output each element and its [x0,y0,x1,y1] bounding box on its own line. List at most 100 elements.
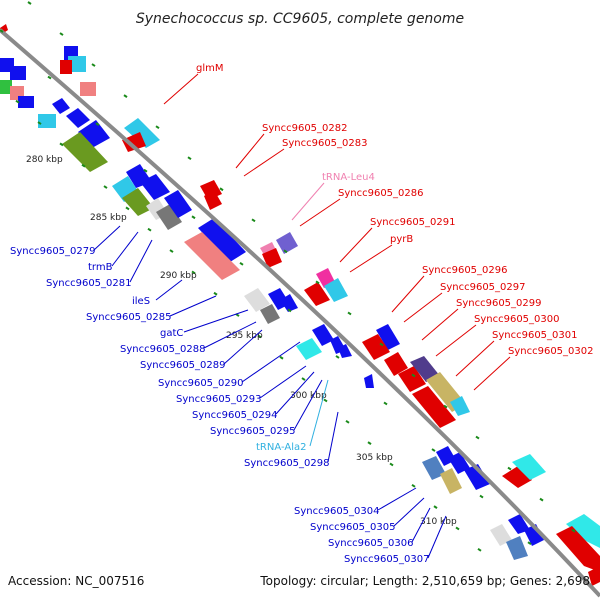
gene-label-reverse[interactable]: Syncc9605_0295 [210,426,296,437]
gene-label-forward[interactable]: Syncc9605_0300 [474,314,560,325]
gene-label-forward[interactable]: pyrB [390,234,413,245]
gene-feature[interactable] [122,188,154,216]
gene-label-reverse[interactable]: Syncc9605_0285 [86,312,172,323]
gene-feature[interactable] [260,304,280,324]
gene-label-forward[interactable]: Syncc9605_0283 [282,138,368,149]
gene-label-forward[interactable]: Syncc9605_0297 [440,282,526,293]
gene-label-reverse[interactable]: tRNA-Ala2 [256,442,306,453]
gene-feature[interactable] [338,344,352,358]
gene-label-forward[interactable]: Syncc9605_0302 [508,346,594,357]
gene-label-reverse[interactable]: Syncc9605_0293 [176,394,262,405]
gene-feature[interactable] [450,396,470,416]
leader-line [155,279,183,301]
gene-feature[interactable] [52,98,70,114]
gene-feature[interactable] [60,60,72,74]
gene-feature[interactable] [38,114,56,128]
scale-label: 300 kbp [290,391,327,401]
gene-feature[interactable] [448,452,470,474]
gene-label-forward[interactable]: tRNA-Leu4 [322,172,375,183]
gene-feature[interactable] [66,108,90,128]
gene-feature[interactable] [364,374,374,388]
tick-mark [219,187,224,192]
gene-label-reverse[interactable]: trmB [88,262,113,273]
gene-feature[interactable] [312,324,334,346]
tick-mark [527,541,532,545]
gene-label-reverse[interactable]: Syncc9605_0290 [158,378,244,389]
gene-feature[interactable] [362,334,390,360]
gene-feature[interactable] [556,526,600,572]
gene-label-reverse[interactable]: Syncc9605_0281 [46,278,132,289]
gene-feature[interactable] [502,466,532,488]
gene-feature[interactable] [324,278,348,302]
gene-label-forward[interactable]: Syncc9605_0301 [492,330,578,341]
gene-label-forward[interactable]: Syncc9605_0291 [370,217,456,228]
gene-feature[interactable] [512,454,546,480]
gene-feature[interactable] [464,464,490,490]
gene-label-reverse[interactable]: Syncc9605_0304 [294,506,380,517]
gene-feature[interactable] [376,324,400,350]
tick-mark [103,185,108,189]
gene-feature[interactable] [566,514,600,548]
gene-label-reverse[interactable]: Syncc9605_0305 [310,522,396,533]
leader-line [421,308,459,341]
gene-label-reverse[interactable]: Syncc9605_0307 [344,554,430,565]
gene-feature[interactable] [62,132,108,172]
leader-line [169,295,217,317]
leader-line [427,515,447,559]
gene-label-reverse[interactable]: Syncc9605_0298 [244,458,330,469]
gene-feature[interactable] [490,524,512,546]
gene-feature[interactable] [122,132,146,152]
gene-feature[interactable] [164,190,192,218]
gene-feature[interactable] [384,352,408,376]
gene-feature[interactable] [296,338,322,360]
tick-mark [15,99,20,104]
gene-label-forward[interactable]: Syncc9605_0282 [262,123,348,134]
tick-mark [379,342,384,347]
gene-label-forward[interactable]: glmM [196,63,224,74]
tick-mark [257,334,262,339]
gene-label-reverse[interactable]: Syncc9605_0294 [192,410,278,421]
gene-feature[interactable] [244,288,270,312]
scale-label: 290 kbp [160,271,197,281]
tick-mark [479,494,484,499]
gene-feature[interactable] [276,232,298,254]
tick-mark [95,122,100,126]
gene-label-reverse[interactable]: ileS [132,296,150,307]
gene-feature[interactable] [588,566,600,586]
gene-feature[interactable] [124,118,160,148]
gene-label-reverse[interactable]: Syncc9605_0288 [120,344,206,355]
leader-line [309,379,329,447]
accession-text: Accession: NC_007516 [8,574,144,588]
gene-label-reverse[interactable]: Syncc9605_0306 [328,538,414,549]
gene-label-forward[interactable]: Syncc9605_0286 [338,188,424,199]
gene-feature[interactable] [412,386,456,428]
gene-feature[interactable] [0,80,12,94]
gene-feature[interactable] [304,282,330,306]
gene-label-reverse[interactable]: Syncc9605_0289 [140,360,226,371]
gene-feature[interactable] [398,366,426,392]
gene-feature[interactable] [410,356,440,382]
gene-feature[interactable] [262,248,282,268]
gene-feature[interactable] [184,232,240,280]
gene-feature[interactable] [68,56,86,72]
gene-feature[interactable] [204,190,222,210]
gene-label-reverse[interactable]: Syncc9605_0279 [10,246,96,257]
gene-feature[interactable] [440,468,462,494]
leader-line [293,379,323,431]
gene-label-reverse[interactable]: gatC [160,328,183,339]
gene-feature[interactable] [140,174,170,200]
gene-feature[interactable] [10,66,26,80]
gene-feature[interactable] [156,204,182,230]
gene-label-forward[interactable]: Syncc9605_0296 [422,265,508,276]
gene-feature[interactable] [18,96,34,108]
leader-line [377,487,417,511]
gene-feature[interactable] [80,82,96,96]
gene-feature[interactable] [524,524,544,546]
gene-feature[interactable] [198,218,246,262]
gene-label-forward[interactable]: Syncc9605_0299 [456,298,542,309]
gene-feature[interactable] [508,514,530,534]
tick-mark [143,168,148,173]
gene-feature[interactable] [506,536,528,560]
gene-feature[interactable] [280,294,298,312]
